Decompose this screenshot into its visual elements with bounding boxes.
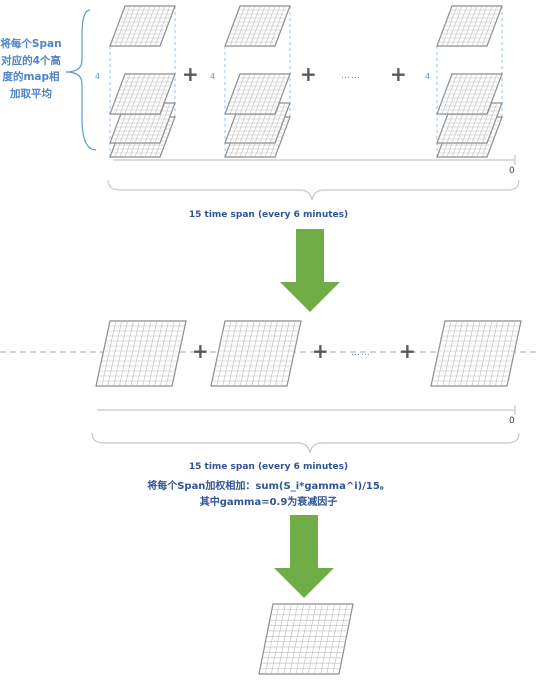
height-map-3-2 [436,73,503,115]
down-arrow-1 [280,229,340,312]
plus-sign-5: + [312,339,329,363]
plus-sign-1: + [182,62,199,86]
stack-label-2: 4 [210,72,216,81]
stage1-axis-zero: 0 [509,166,515,176]
stage2-axis-zero: 0 [509,416,515,426]
height-map-1-1 [109,5,176,47]
side-brace [65,9,97,151]
stage2-formula: 将每个Span加权相加：sum(S_i*gamma^i)/15。 [147,481,390,492]
height-stack-1 [109,5,176,158]
ellipsis-2: …… [351,348,371,358]
height-map-2-1 [224,5,291,47]
stage1-brace [107,179,520,201]
height-map-1-2 [109,73,176,115]
stage1-caption: 15 time span (every 6 minutes) [188,210,349,220]
plus-sign-6: + [399,339,416,363]
height-stack-3 [436,5,503,158]
side-note: 将每个Span对应的4个高度的map相加取平均 [0,38,62,100]
plus-sign-4: + [192,339,209,363]
ellipsis-1: …… [341,71,361,81]
plus-sign-3: + [390,62,407,86]
stage2-gamma-note: 其中gamma=0.9为衰减因子 [199,497,338,508]
span-map-3 [430,320,522,387]
height-stack-2 [224,5,291,158]
stack-label-3: 4 [425,72,431,81]
stage2-caption: 15 time span (every 6 minutes) [188,462,349,472]
height-map-3-1 [436,5,503,47]
height-map-2-2 [224,73,291,115]
stack-label-1: 4 [95,72,101,81]
stage2-brace [91,432,520,454]
plus-sign-2: + [300,62,317,86]
down-arrow-2 [274,515,334,598]
span-map-2 [210,320,302,387]
final-map [258,603,354,675]
span-map-1 [95,320,187,387]
